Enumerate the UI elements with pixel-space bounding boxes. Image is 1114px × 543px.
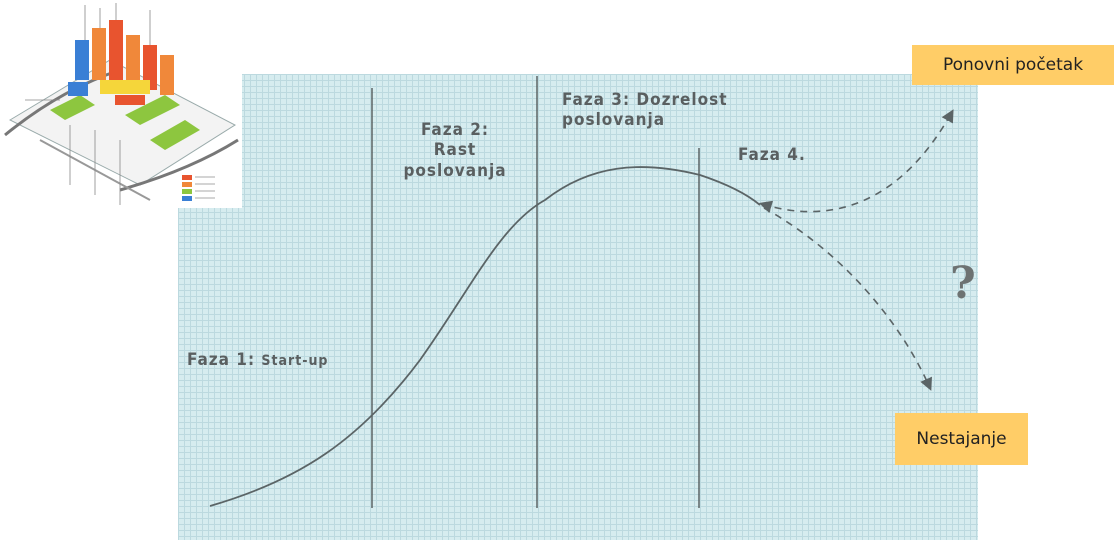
restart-arrow: [758, 109, 954, 213]
question-mark: ?: [950, 258, 976, 309]
phase-2-line1: Faza 2:: [420, 120, 490, 140]
phase-3-line2: poslovanja: [562, 110, 666, 131]
restart-callout-text: Ponovni početak: [942, 55, 1084, 75]
lifecycle-curve: [209, 166, 761, 507]
phase-1-label: Faza 1: Start-up: [187, 350, 328, 370]
phase-2-line3: poslovanja: [403, 160, 507, 181]
decline-arrow: [763, 207, 932, 391]
phase-3-label: Faza 3: Dozrelost poslovanja: [562, 90, 728, 131]
phase-1-suffix: Start-up: [261, 353, 329, 369]
decline-callout-text: Nestajanje: [916, 429, 1007, 449]
phase-4-label: Faza 4.: [738, 145, 806, 165]
city-illustration-thumbnail: [0, 0, 242, 208]
phase-1-prefix: Faza 1:: [187, 350, 256, 370]
phase-2-label: Faza 2: Rast poslovanja: [375, 120, 535, 181]
phase-3-line1: Faza 3: Dozrelost: [562, 90, 728, 110]
phase-2-line2: Rast: [433, 140, 477, 161]
restart-callout: Ponovni početak: [912, 45, 1114, 85]
decline-callout: Nestajanje: [895, 413, 1028, 465]
